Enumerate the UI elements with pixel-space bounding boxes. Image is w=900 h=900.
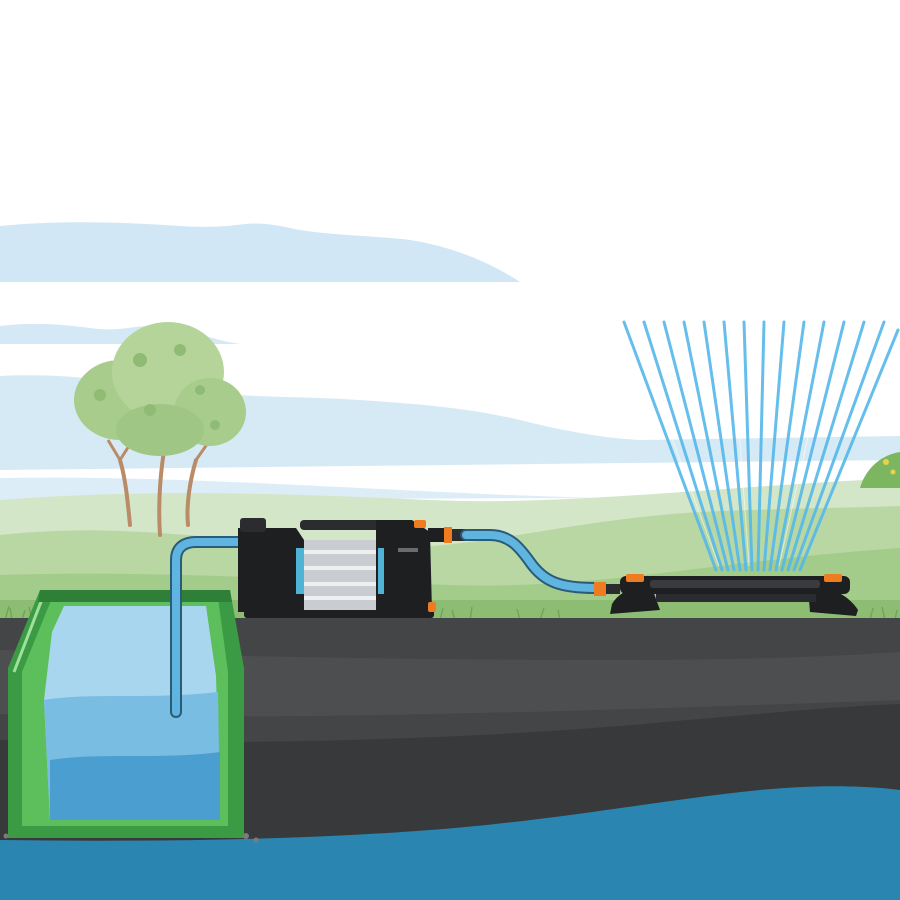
tank-water-deep: [50, 752, 220, 820]
pump-left-handle: [240, 518, 266, 532]
pump-accent-right: [378, 548, 384, 594]
groundwater: [0, 786, 900, 900]
tank-highlight: [12, 593, 46, 673]
tree-icon: [74, 322, 246, 537]
pump-label: [398, 548, 418, 552]
tank-rim: [38, 590, 232, 602]
pump-icon: [238, 518, 436, 618]
cistern-icon: [3, 590, 259, 843]
bush-icon: [860, 452, 900, 488]
pump-right-body: [376, 520, 432, 612]
pump-left-body: [238, 528, 304, 612]
cloud-top: [0, 222, 520, 282]
pump-drain: [428, 602, 436, 612]
pump-motor-steel: [304, 540, 378, 610]
pump-accent-left: [296, 548, 304, 594]
spray-jets: [622, 320, 900, 572]
pump-outlet: [414, 520, 426, 528]
sprinkler-icon: [594, 574, 858, 616]
pump-top-bar: [300, 520, 380, 530]
sprinkler-base-right: [808, 587, 858, 616]
